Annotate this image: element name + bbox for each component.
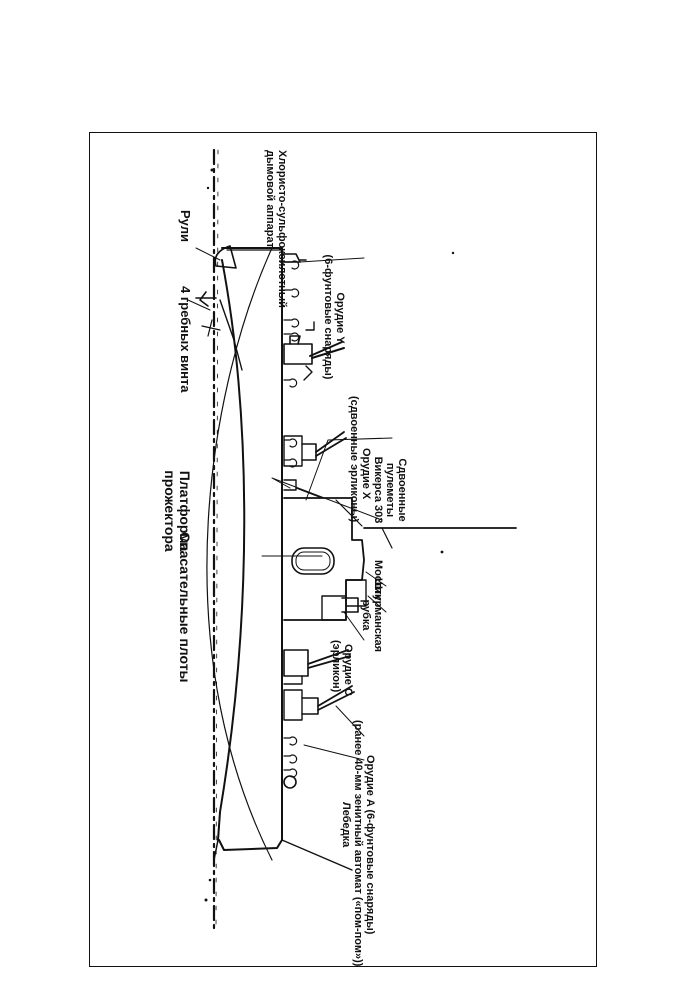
bridge-structure — [345, 579, 367, 607]
gun-c-note-label: (эрликон) — [330, 640, 342, 693]
gun-a-note-label: (ранее 40-мм зенитный автомат («пом-пом»… — [352, 720, 364, 967]
gun-x-barrel — [315, 431, 347, 457]
winch — [283, 775, 297, 789]
rudder — [214, 245, 237, 269]
bridge-label: Мостик — [372, 560, 384, 600]
gun-y-note-label: (6-фунтовые снаряды) — [322, 254, 334, 380]
life-raft — [291, 547, 335, 575]
gun-y-label: Орудие Y — [334, 292, 346, 344]
gun-y-mount — [283, 343, 313, 365]
gun-c-barrel — [307, 649, 351, 669]
wheelhouse-label-line2: рубка — [360, 599, 372, 631]
life-rafts-label: Спасательные плоты — [177, 532, 193, 683]
hull-bottom — [217, 259, 246, 841]
searchlight-label-line2: прожектора — [162, 470, 178, 552]
gun-x-mount — [301, 443, 317, 461]
mg-label-line1: Сдвоенные — [396, 458, 408, 522]
gun-a-barrel — [317, 685, 355, 711]
propeller — [195, 291, 217, 307]
gun-a-mount — [283, 689, 303, 721]
mg-label-line2: пулеметы — [384, 462, 396, 518]
mg-label-line3: Викерса 303 — [372, 456, 384, 524]
gun-a-label: Орудие A (6-фунтовые снаряды) — [364, 755, 376, 935]
gun-x-label: Орудие X — [360, 448, 372, 500]
gun-c-mount — [283, 649, 309, 677]
smoke-label-line1: Хлористо-сульфоксилотный — [276, 150, 288, 308]
gun-y-barrel — [309, 341, 345, 359]
screws-label: 4 гребных винта — [178, 286, 193, 393]
gun-c-label: Орудие C — [342, 644, 354, 696]
wheelhouse-structure — [321, 595, 347, 621]
figure-frame — [89, 132, 597, 967]
gun-x-note-label: (сдвоенные эрликоны) — [348, 396, 360, 523]
rudders-label: Рули — [178, 210, 193, 242]
smoke-label-line2: дымовой аппарат — [264, 150, 276, 248]
winch-label: Лебедка — [340, 802, 352, 848]
